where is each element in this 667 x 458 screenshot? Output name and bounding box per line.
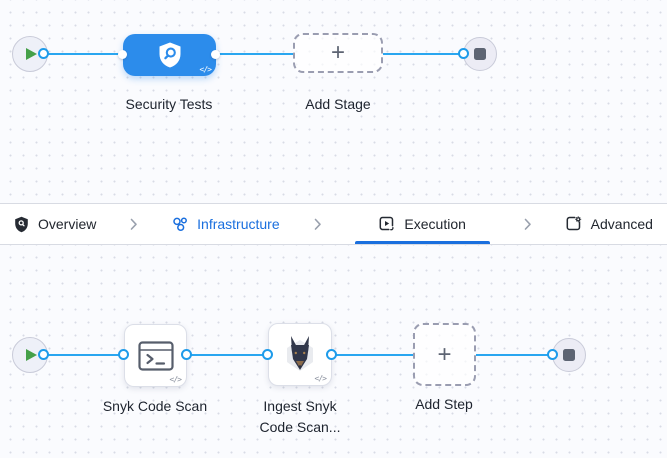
code-icon: </> (314, 374, 327, 383)
step-label: Ingest Snyk Code Scan... (259, 398, 341, 435)
chevron-right-icon (524, 204, 532, 244)
connector-line (383, 53, 464, 55)
step-node-snyk-code-scan[interactable]: </> (124, 324, 187, 387)
shield-icon (15, 216, 28, 232)
plus-icon: + (437, 340, 452, 368)
connector-point (118, 349, 129, 360)
stage-tab-bar: Overview Infrastructure Execution (0, 203, 667, 245)
connector-line (43, 53, 123, 55)
stage-canvas: </> + Security Tests Add Stage (0, 0, 667, 203)
play-icon (26, 48, 37, 60)
tab-infrastructure[interactable]: Infrastructure (172, 204, 280, 244)
tab-label: Overview (38, 216, 97, 232)
connector-point (458, 48, 469, 59)
add-step-button[interactable]: + (413, 323, 476, 386)
connector-line (187, 354, 268, 356)
shield-scan-icon (159, 42, 180, 68)
connector-point (262, 349, 273, 360)
stop-icon (563, 349, 575, 361)
execution-step-canvas: </> </> + Snyk Code Scan (0, 245, 667, 458)
stop-icon (474, 48, 486, 60)
chevron-right-icon (130, 204, 138, 244)
execution-icon (379, 216, 394, 231)
connector-point (211, 50, 220, 59)
connector-point (38, 48, 49, 59)
active-tab-underline (355, 241, 490, 244)
connector-line (216, 53, 293, 55)
connector-line (476, 354, 553, 356)
snyk-doberman-icon (287, 335, 313, 371)
stage-node-security-tests[interactable]: </> (123, 34, 216, 76)
tab-execution[interactable]: Execution (355, 204, 490, 244)
plus-icon: + (330, 39, 345, 66)
add-stage-button[interactable]: + (293, 33, 383, 73)
chevron-right-icon (314, 204, 322, 244)
tab-label: Infrastructure (197, 216, 280, 232)
step-node-ingest-snyk[interactable]: </> (268, 323, 332, 386)
connector-point (118, 50, 127, 59)
connector-point (38, 349, 49, 360)
code-icon: </> (169, 375, 182, 384)
step-label: Snyk Code Scan (102, 398, 208, 414)
add-step-label: Add Step (415, 396, 473, 412)
tab-label: Advanced (590, 216, 653, 232)
stage-label: Security Tests (125, 96, 213, 112)
connector-point (326, 349, 337, 360)
connector-point (181, 349, 192, 360)
advanced-icon (566, 216, 581, 231)
code-icon: </> (199, 65, 212, 74)
steps-end-node[interactable] (552, 338, 586, 372)
tab-label: Execution (404, 216, 466, 232)
infrastructure-icon (173, 217, 188, 232)
connector-point (547, 349, 558, 360)
play-icon (26, 349, 37, 361)
connector-line (332, 354, 413, 356)
connector-line (43, 354, 124, 356)
tab-overview[interactable]: Overview (14, 204, 96, 244)
tab-advanced[interactable]: Advanced (566, 204, 653, 244)
terminal-icon (137, 340, 174, 371)
add-stage-label: Add Stage (305, 96, 371, 112)
